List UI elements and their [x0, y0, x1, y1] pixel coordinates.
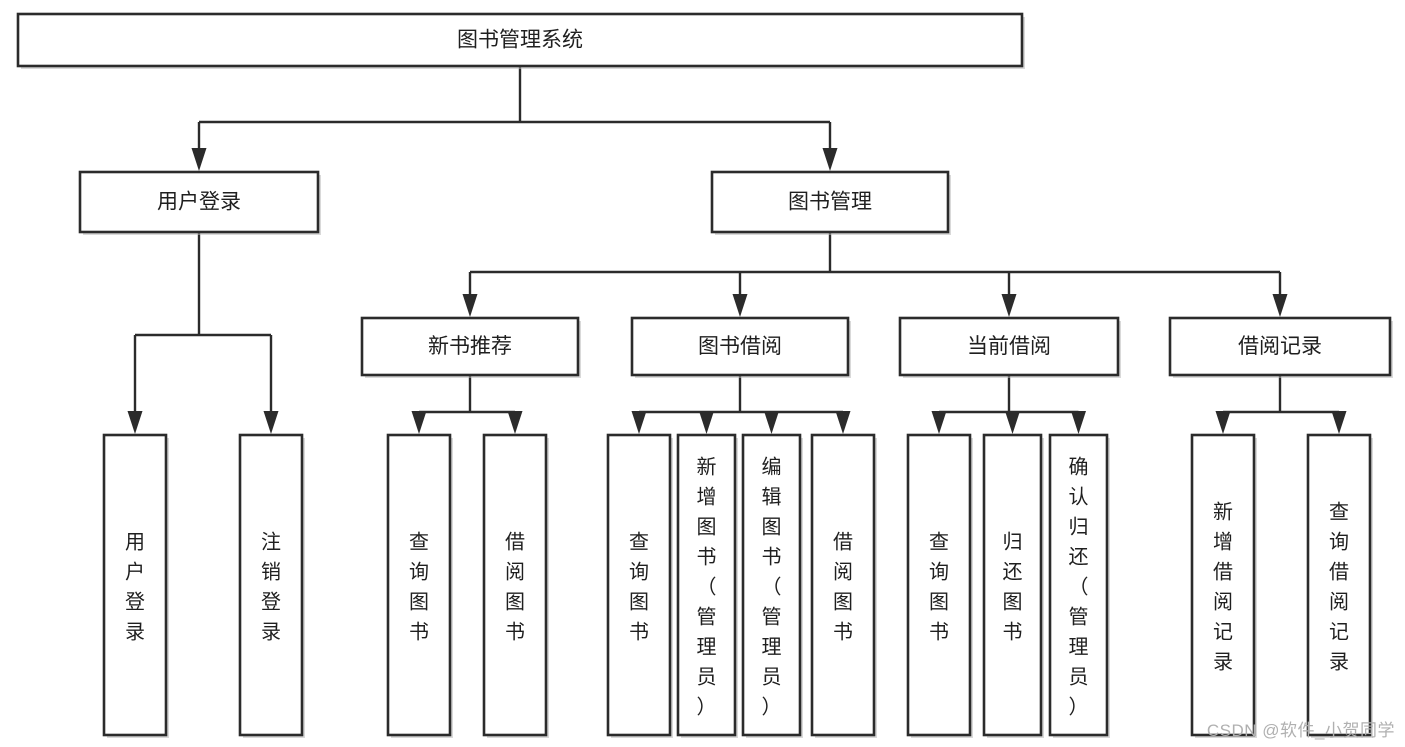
arrow-down-icon — [1001, 294, 1017, 317]
node-leaf-borrow-book-rec[interactable]: 借阅图书 — [482, 433, 549, 738]
node-rect[interactable] — [1048, 433, 1109, 737]
node-label: 查询图书 — [929, 530, 949, 643]
node-label: 归还图书 — [1003, 530, 1023, 643]
node-label: 借阅记录 — [1238, 335, 1322, 358]
arrow-down-icon — [931, 411, 947, 434]
node-rect[interactable] — [898, 316, 1120, 377]
node-current-borrow[interactable]: 当前借阅 — [898, 316, 1121, 378]
node-leaf-user-logout[interactable]: 注销登录 — [238, 433, 305, 738]
arrow-down-icon — [411, 411, 427, 434]
node-label: 图书管理 — [788, 191, 872, 214]
node-label: 借阅图书 — [505, 530, 525, 643]
node-root[interactable]: 图书管理系统 — [16, 12, 1025, 69]
node-label: 查询图书 — [629, 530, 649, 643]
node-label: 新书推荐 — [428, 335, 512, 358]
arrow-down-icon — [631, 411, 647, 434]
arrow-down-icon — [699, 411, 714, 434]
node-label: 图书管理系统 — [457, 29, 583, 52]
node-rect[interactable] — [1190, 433, 1256, 737]
node-leaf-confirm-return[interactable]: 确认归还（管理员） — [1048, 433, 1110, 738]
node-label: 图书借阅 — [698, 335, 782, 358]
arrow-down-icon — [732, 294, 748, 317]
node-label: 新增借阅记录 — [1213, 500, 1233, 673]
node-rect[interactable] — [238, 433, 304, 737]
node-rect[interactable] — [630, 316, 850, 377]
node-label: 编辑图书（管理员） — [762, 455, 782, 718]
node-leaf-return-book[interactable]: 归还图书 — [982, 433, 1044, 738]
node-label: 借阅图书 — [833, 530, 853, 643]
node-new-book-rec[interactable]: 新书推荐 — [360, 316, 581, 378]
node-rect[interactable] — [710, 170, 950, 234]
arrow-down-icon — [764, 411, 779, 434]
node-rect[interactable] — [386, 433, 452, 737]
node-book-manage[interactable]: 图书管理 — [710, 170, 951, 235]
arrow-down-icon — [835, 411, 851, 434]
node-leaf-query-book-cur[interactable]: 查询图书 — [906, 433, 973, 738]
node-leaf-query-book-borrow[interactable]: 查询图书 — [606, 433, 673, 738]
node-rect[interactable] — [741, 433, 802, 737]
node-label: 用户登录 — [125, 531, 145, 643]
node-label: 确认归还（管理员） — [1069, 455, 1089, 718]
node-rect[interactable] — [78, 170, 320, 234]
arrow-down-icon — [507, 411, 523, 434]
node-user-login[interactable]: 用户登录 — [78, 170, 321, 235]
node-leaf-query-book-rec[interactable]: 查询图书 — [386, 433, 453, 738]
node-leaf-add-book[interactable]: 新增图书（管理员） — [676, 433, 738, 738]
node-label: 查询图书 — [409, 530, 429, 643]
arrow-down-icon — [263, 411, 279, 434]
node-rect[interactable] — [676, 433, 737, 737]
arrow-down-icon — [1005, 411, 1020, 434]
node-rect[interactable] — [810, 433, 876, 737]
node-rect[interactable] — [606, 433, 672, 737]
node-borrow-record[interactable]: 借阅记录 — [1168, 316, 1393, 378]
arrow-down-icon — [1331, 411, 1347, 434]
node-rect[interactable] — [1306, 433, 1372, 737]
arrow-down-icon — [1215, 411, 1231, 434]
node-leaf-query-record[interactable]: 查询借阅记录 — [1306, 433, 1373, 738]
node-book-borrow[interactable]: 图书借阅 — [630, 316, 851, 378]
node-label: 查询借阅记录 — [1329, 500, 1349, 673]
node-rect[interactable] — [906, 433, 972, 737]
node-label: 注销登录 — [261, 530, 281, 643]
arrow-down-icon — [127, 411, 143, 434]
arrow-down-icon — [1272, 294, 1288, 317]
node-rect[interactable] — [102, 433, 168, 737]
node-label: 用户登录 — [157, 191, 241, 214]
node-leaf-borrow-book[interactable]: 借阅图书 — [810, 433, 877, 738]
arrow-down-icon — [462, 294, 478, 317]
node-label: 当前借阅 — [967, 335, 1051, 358]
node-rect[interactable] — [482, 433, 548, 737]
node-leaf-user-login[interactable]: 用户登录 — [102, 433, 169, 738]
node-leaf-edit-book[interactable]: 编辑图书（管理员） — [741, 433, 803, 738]
node-rect[interactable] — [982, 433, 1043, 737]
connectors-layer — [127, 66, 1347, 434]
arrow-down-icon — [191, 148, 207, 171]
node-label: 新增图书（管理员） — [697, 455, 717, 718]
arrow-down-icon — [1071, 411, 1086, 434]
nodes-layer: 图书管理系统用户登录图书管理新书推荐图书借阅当前借阅借阅记录用户登录注销登录查询… — [16, 12, 1393, 738]
arrow-down-icon — [822, 148, 838, 171]
watermark-text: CSDN @软件_小贺同学 — [1206, 721, 1395, 740]
node-rect[interactable] — [16, 12, 1024, 68]
node-rect[interactable] — [360, 316, 580, 377]
node-leaf-add-record[interactable]: 新增借阅记录 — [1190, 433, 1257, 738]
node-rect[interactable] — [1168, 316, 1392, 377]
